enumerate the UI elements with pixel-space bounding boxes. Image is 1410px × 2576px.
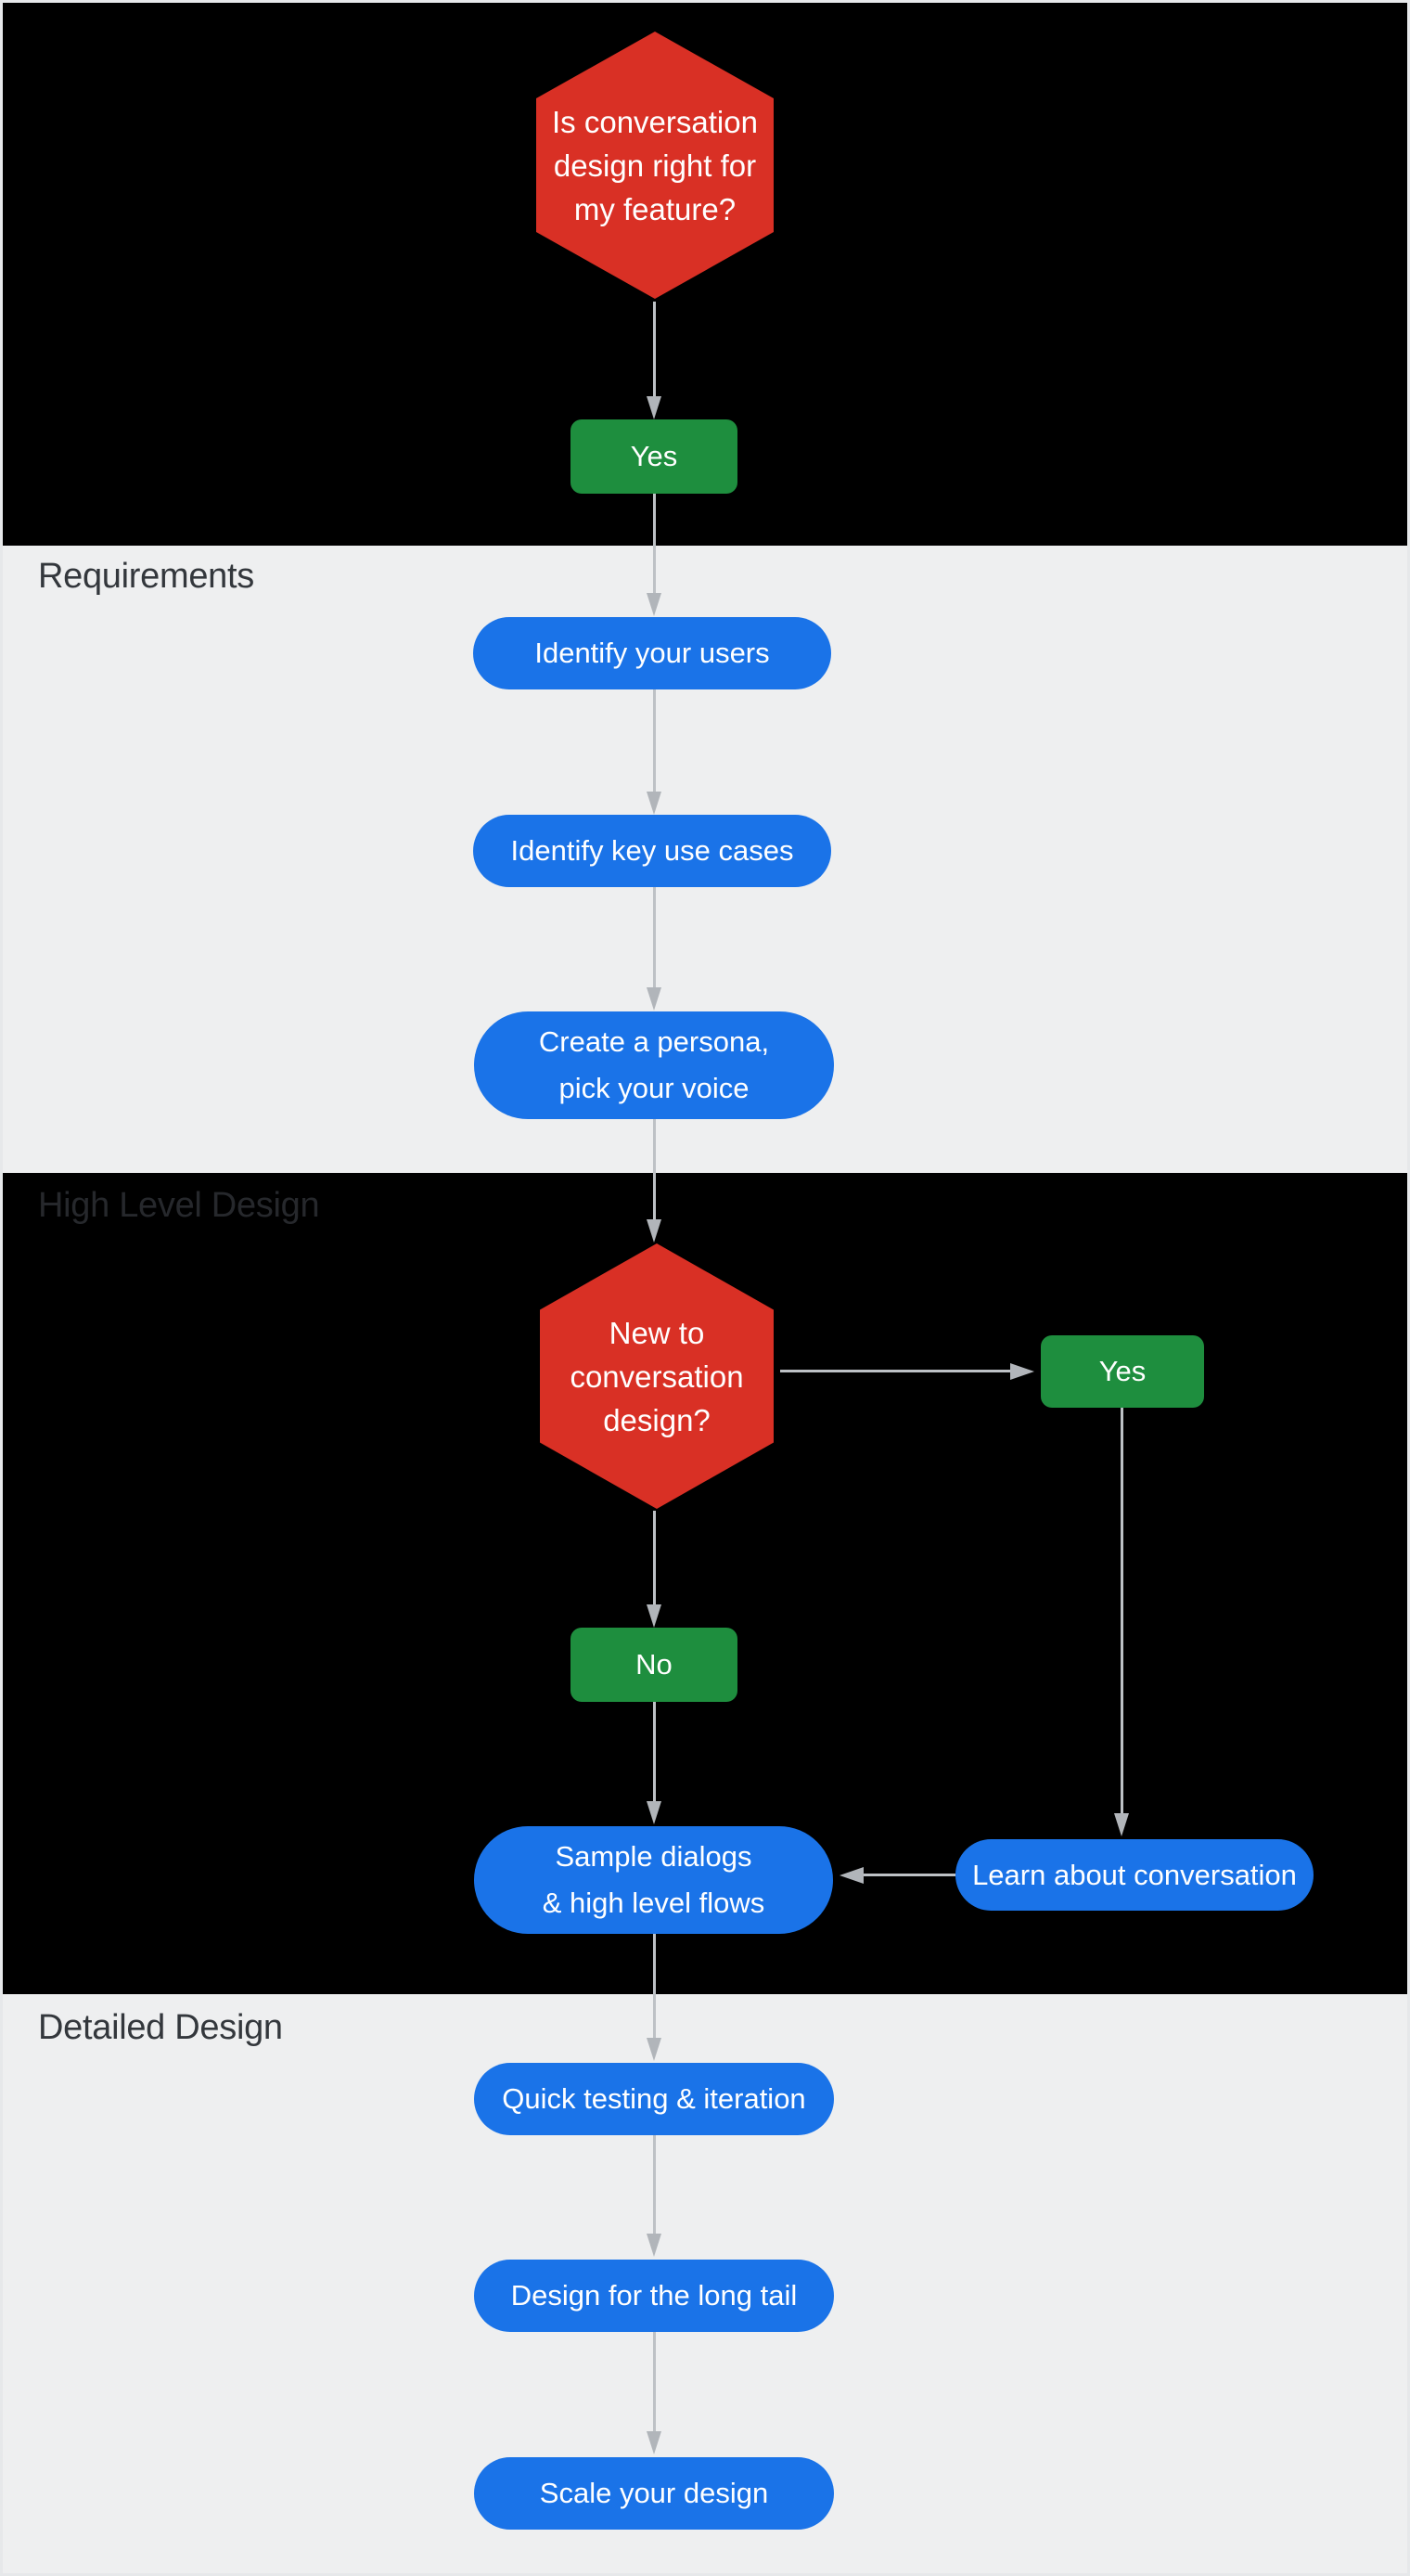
connector-newtocd-to-yesright-arrowhead-icon <box>1010 1363 1034 1380</box>
yes-box-right: Yes <box>1041 1335 1204 1408</box>
connector-longtail-to-scale-arrowhead-icon <box>647 2431 661 2454</box>
connector-newtocd-to-no-arrowhead-icon <box>647 1604 661 1628</box>
step-long-tail: Design for the long tail <box>474 2260 834 2332</box>
connector-featurefit-to-yes-line <box>653 302 656 396</box>
connector-persona-to-newtocd-line <box>653 1119 656 1219</box>
decision-hexagon-feature-fit-text: Is conversation design right for my feat… <box>552 104 758 226</box>
connector-learn-to-sampledialogs-line <box>864 1874 955 1876</box>
connector-quicktesting-to-longtail-line <box>653 2135 656 2234</box>
connector-no-to-sampledialogs-arrowhead-icon <box>647 1801 661 1824</box>
connector-quicktesting-to-longtail-arrowhead-icon <box>647 2234 661 2257</box>
connector-newtocd-to-no-line <box>653 1511 656 1604</box>
connector-usecases-to-persona-arrowhead-icon <box>647 987 661 1011</box>
connector-featurefit-to-yes-arrowhead-icon <box>647 396 661 419</box>
connector-yesright-to-learn-line <box>1121 1408 1123 1813</box>
step-create-persona: Create a persona, pick your voice <box>474 1011 834 1119</box>
connector-identifyusers-to-usecases-arrowhead-icon <box>647 792 661 815</box>
step-quick-testing: Quick testing & iteration <box>474 2063 834 2135</box>
connector-identifyusers-to-usecases-line <box>653 689 656 792</box>
yes-box-top: Yes <box>570 419 737 494</box>
high-level-design-label: High Level Design <box>38 1186 320 1225</box>
connector-learn-to-sampledialogs-arrowhead-icon <box>840 1867 864 1884</box>
step-sample-dialogs-text: Sample dialogs & high level flows <box>542 1840 765 1919</box>
detailed-design-label: Detailed Design <box>38 2008 283 2047</box>
connector-yesright-to-learn-arrowhead-icon <box>1114 1813 1129 1836</box>
connector-sampledialogs-to-quicktesting-arrowhead-icon <box>647 2038 661 2061</box>
step-sample-dialogs: Sample dialogs & high level flows <box>474 1826 833 1934</box>
connector-yes-to-identifyusers-arrowhead-icon <box>647 593 661 616</box>
no-box: No <box>570 1628 737 1702</box>
connector-newtocd-to-yesright-line <box>780 1370 1010 1372</box>
step-create-persona-text: Create a persona, pick your voice <box>538 1025 770 1104</box>
decision-hexagon-new-to-cd-text: New to conversation design? <box>570 1315 744 1437</box>
connector-sampledialogs-to-quicktesting-line <box>653 1934 656 2038</box>
step-key-use-cases: Identify key use cases <box>473 815 831 887</box>
connector-yes-to-identifyusers-line <box>653 494 656 593</box>
connector-longtail-to-scale-line <box>653 2332 656 2431</box>
connector-no-to-sampledialogs-line <box>653 1702 656 1801</box>
step-learn-conversation: Learn about conversation <box>955 1839 1314 1911</box>
connector-usecases-to-persona-line <box>653 887 656 987</box>
requirements-label: Requirements <box>38 557 254 596</box>
connector-persona-to-newtocd-arrowhead-icon <box>647 1219 661 1243</box>
decision-hexagon-feature-fit: Is conversation design right for my feat… <box>536 32 774 299</box>
step-scale-design: Scale your design <box>474 2457 834 2530</box>
step-identify-users: Identify your users <box>473 617 831 689</box>
